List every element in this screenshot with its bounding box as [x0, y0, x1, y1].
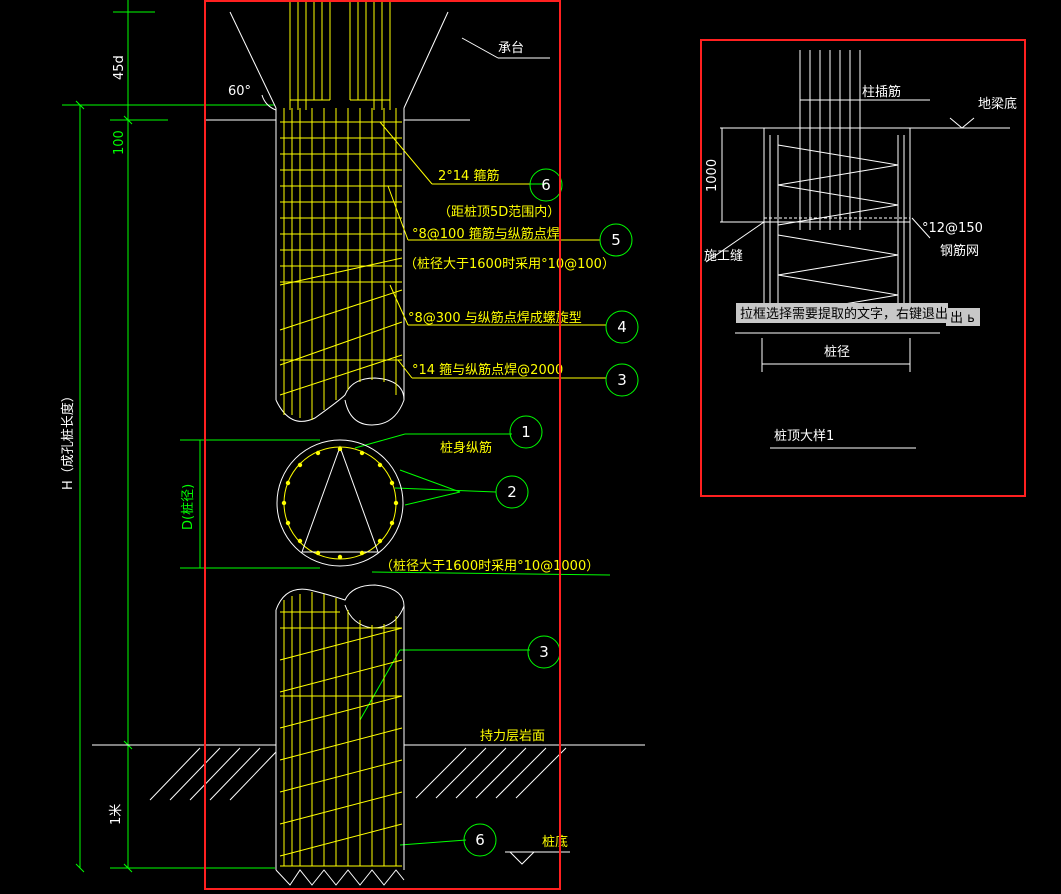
callout-5-note: （桩径大于1600时采用°10@100）: [404, 257, 615, 272]
callout-texts: 2°14 箍筋 （距桩顶5D范围内） °8@100 箍筋与纵筋点焊 （桩径大于1…: [380, 168, 615, 574]
bubble-1-num: 1: [521, 423, 531, 441]
label-zhuangjing: 桩径: [824, 345, 850, 360]
dim-45d: 45d: [112, 55, 127, 80]
label-diliangdi: 地梁底: [978, 96, 1017, 112]
callout-bubble-numbers: 6 5 4 3 1 2 3 6: [475, 176, 627, 849]
label-chengtai: 承台: [498, 41, 524, 56]
bubble-5: [599, 223, 633, 257]
label-gangjinwang: 钢筋网: [940, 243, 979, 259]
detail-drawing: [705, 117, 1010, 449]
cap-rebars: [289, 0, 391, 110]
dim-1m: 1米: [109, 804, 124, 825]
bubble-2: [495, 475, 529, 509]
bubble-5-num: 5: [611, 231, 621, 249]
callout-leaders-green: [354, 183, 611, 846]
bubble-1: [509, 415, 543, 449]
upper-pile-outline: [275, 110, 405, 426]
pile-cap: [205, 11, 550, 121]
dim-1000: 1000: [705, 159, 720, 192]
main-selection-frame[interactable]: [204, 0, 561, 890]
section-rebar-dots: [281, 446, 399, 560]
detail-rebars: [764, 50, 930, 320]
label-rebar-spec: °12@150: [922, 221, 983, 236]
bubble-6-bottom-num: 6: [475, 831, 485, 849]
detail-texts: 柱插筋 地梁底 1000 °12@150 钢筋网 施工缝 桩径 桩顶大样1: [704, 84, 1017, 444]
upper-pile-rebars: [279, 108, 403, 420]
lower-pile-rebars: [279, 592, 403, 867]
callout-4-text: °8@300 与纵筋点焊成螺旋型: [408, 310, 582, 326]
angle-60-label: 60°: [228, 84, 251, 99]
tooltip-tail: 出 ь: [950, 311, 975, 326]
bubble-4-num: 4: [617, 318, 627, 336]
dim-H: H（成孔桩长度）: [60, 389, 76, 490]
callout-section-note: （桩径大于1600时采用°10@1000）: [380, 559, 599, 574]
left-dimension-texts: 45d 100 H（成孔桩长度） D(桩径) 1米: [60, 55, 196, 825]
dim-D: D(桩径): [181, 484, 196, 530]
bubble-3-bottom-num: 3: [539, 643, 549, 661]
dim-100: 100: [112, 130, 127, 155]
detail-selection-frame[interactable]: [700, 39, 1026, 497]
bubble-6-bottom: [463, 823, 497, 857]
label-zhuangshen: 桩身纵筋: [440, 440, 492, 456]
callout-bubbles: [463, 168, 639, 857]
bubble-3-top: [605, 363, 639, 397]
callout-6-top-text: 2°14 箍筋: [438, 168, 499, 184]
callout-3-top-text: °14 箍与纵筋点焊@2000: [412, 362, 563, 378]
left-dimension-chain: [62, 0, 320, 873]
bubble-2-num: 2: [507, 483, 517, 501]
bubble-4: [605, 310, 639, 344]
bubble-6-top: [529, 168, 563, 202]
label-chilicheng: 持力层岩面: [480, 729, 545, 744]
callout-5-text: °8@100 箍筋与纵筋点焊: [412, 226, 560, 242]
bubble-6-top-num: 6: [541, 176, 551, 194]
pile-cross-section: [276, 439, 404, 567]
callout-6-note: （距桩顶5D范围内）: [438, 204, 560, 220]
tooltip-text: 拉框选择需要提取的文字，右键退出: [740, 306, 948, 322]
detail-title: 桩顶大样1: [774, 429, 834, 444]
extract-text-tooltip: 拉框选择需要提取的文字，右键退出 出 ь: [736, 303, 980, 326]
label-zhuangdi: 桩底: [542, 834, 568, 850]
callout-leaders: [379, 121, 606, 379]
label-shigongfeng: 施工缝: [704, 249, 743, 264]
bubble-3-top-num: 3: [617, 371, 627, 389]
label-zhuchajin: 柱插筋: [862, 84, 901, 100]
bearing-layer: [92, 744, 645, 865]
